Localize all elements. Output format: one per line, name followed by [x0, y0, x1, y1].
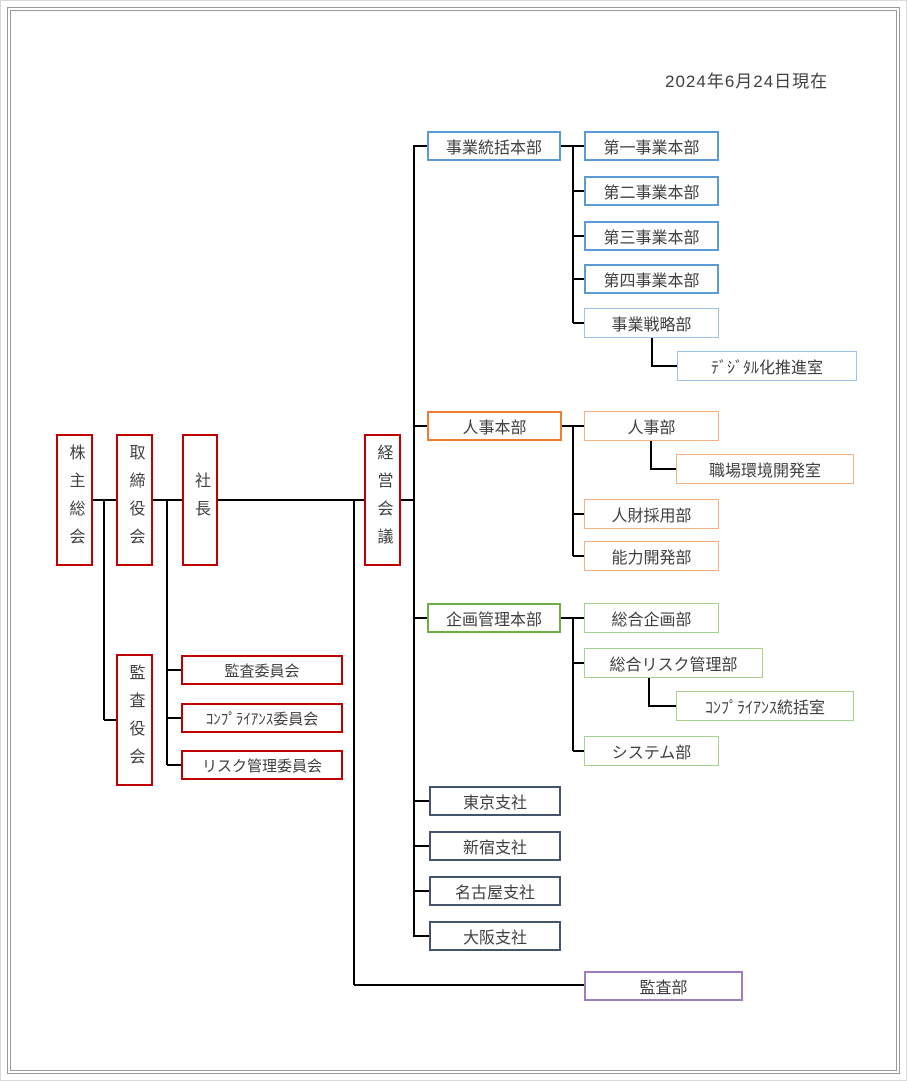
node-workplace-env-office: 職場環境開発室 [676, 454, 854, 484]
node-president: 社長 [182, 434, 218, 566]
connector-line [414, 425, 427, 427]
node-shareholders-meeting: 株主総会 [56, 434, 93, 566]
node-general-planning-dept: 総合企画部 [584, 603, 719, 633]
connector-line [414, 800, 429, 802]
connector-line [573, 662, 584, 664]
connector-line [572, 426, 574, 556]
trunk-main [413, 145, 415, 937]
connector-line [651, 468, 676, 470]
connector-line [573, 555, 584, 557]
node-audit-board: 監査役会 [116, 654, 153, 786]
node-business-div-2: 第二事業本部 [584, 176, 719, 206]
node-board-of-directors: 取締役会 [116, 434, 153, 566]
connector-line [414, 890, 429, 892]
connector-line [218, 499, 364, 501]
node-branch-shinjuku: 新宿支社 [429, 831, 561, 861]
node-compliance-committee: ｺﾝﾌﾟﾗｲｱﾝｽ委員会 [181, 703, 343, 733]
node-branch-osaka: 大阪支社 [429, 921, 561, 951]
as-of-date-label: 2024年6月24日現在 [665, 72, 829, 91]
connector-line [649, 705, 676, 707]
connector-line [573, 322, 584, 324]
connector-line [648, 677, 650, 707]
connector-line [414, 617, 427, 619]
node-digital-promotion-office: ﾃﾞｼﾞﾀﾙ化推進室 [677, 351, 857, 381]
node-business-div-3: 第三事業本部 [584, 221, 719, 251]
connector-line [573, 235, 584, 237]
connector-line [414, 145, 427, 147]
connector-line [167, 669, 181, 671]
connector-line [572, 146, 574, 323]
node-audit-dept: 監査部 [584, 971, 743, 1001]
connector-line [103, 500, 105, 720]
node-business-div-4: 第四事業本部 [584, 264, 719, 294]
node-capability-dev-dept: 能力開発部 [584, 541, 719, 571]
node-compliance-office: ｺﾝﾌﾟﾗｲｱﾝｽ統括室 [676, 691, 854, 721]
connector-line [354, 984, 584, 986]
connector-line [650, 440, 652, 470]
node-risk-management-committee: リスク管理委員会 [181, 750, 343, 780]
connector-line [167, 764, 181, 766]
node-business-hq: 事業統括本部 [427, 131, 561, 161]
connector-line [573, 278, 584, 280]
node-business-div-1: 第一事業本部 [584, 131, 719, 161]
node-hr-hq: 人事本部 [427, 411, 562, 441]
connector-line [414, 935, 429, 937]
connector-line [573, 513, 584, 515]
connector-line [166, 500, 168, 765]
node-hr-dept: 人事部 [584, 411, 719, 441]
connector-line [573, 750, 584, 752]
node-audit-committee: 監査委員会 [181, 655, 343, 685]
node-talent-recruiting-dept: 人財採用部 [584, 499, 719, 529]
node-planning-hq: 企画管理本部 [427, 603, 561, 633]
connector-line [353, 500, 355, 985]
node-management-council: 経営会議 [364, 434, 401, 566]
connector-line [401, 499, 414, 501]
connector-line [167, 717, 181, 719]
connector-line [414, 845, 429, 847]
connector-line [573, 190, 584, 192]
node-system-dept: システム部 [584, 736, 719, 766]
node-business-strategy-dept: 事業戦略部 [584, 308, 719, 338]
connector-line [572, 618, 574, 751]
node-branch-nagoya: 名古屋支社 [429, 876, 561, 906]
connector-line [651, 337, 653, 367]
node-risk-management-dept: 総合リスク管理部 [584, 648, 763, 678]
connector-line [104, 719, 116, 721]
connector-line [652, 365, 677, 367]
node-branch-tokyo: 東京支社 [429, 786, 561, 816]
